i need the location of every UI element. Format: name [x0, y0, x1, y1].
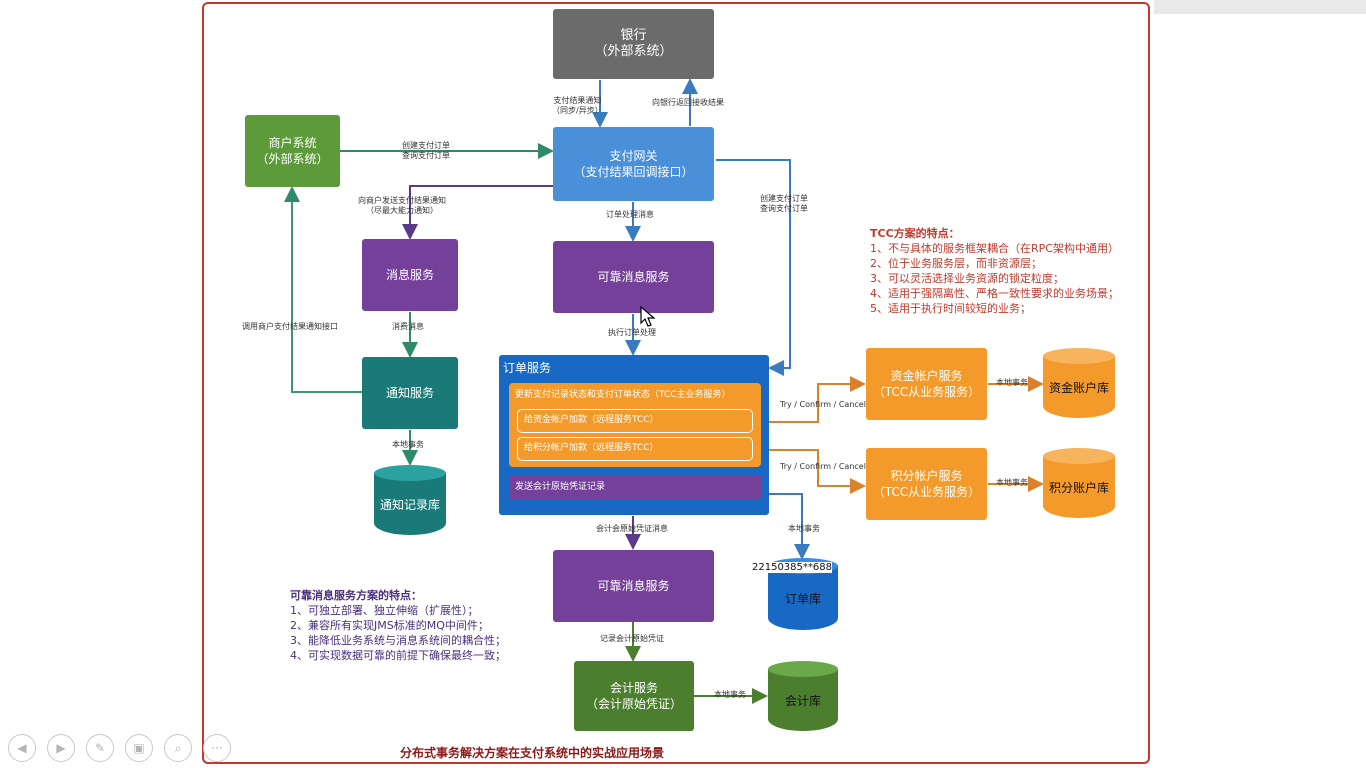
tcc-note-item: 4、适用于强隔离性、严格一致性要求的业务场景； — [870, 287, 1119, 300]
tcc-notes: TCC方案的特点： 1、不与具体的服务框架耦合（在RPC架构中通用） 2、位于业… — [870, 226, 1119, 316]
points-db-label: 积分账户库 — [1048, 480, 1109, 495]
edge-local-tx-notify: 本地事务 — [392, 440, 424, 449]
order-send-voucher: 发送会计原始凭证记录 — [509, 475, 761, 499]
prev-icon[interactable]: ◀ — [8, 734, 36, 762]
order-db-label: 订单库 — [784, 591, 821, 606]
accounting-db-label: 会计库 — [784, 693, 821, 708]
mq-note-item: 3、能降低业务系统与消息系统间的耦合性； — [290, 634, 506, 647]
edge-tcc-2: Try / Confirm / Cancel — [780, 462, 866, 471]
window-strip — [1154, 0, 1366, 14]
merchant-node: 商户系统 （外部系统） — [245, 115, 340, 187]
points-service-node: 积分帐户服务 （TCC从业务服务） — [866, 448, 987, 520]
tcc-note-item: 5、适用于执行时间较短的业务； — [870, 302, 1031, 315]
mq-note-item: 2、兼容所有实现JMS标准的MQ中间件； — [290, 619, 489, 632]
accounting-db: 会计库 — [768, 661, 838, 731]
slides-icon[interactable]: ▣ — [125, 734, 153, 762]
order-main-label: 更新支付记录状态和支付订单状态（TCC主业务服务） — [515, 390, 731, 400]
fund-db: 资金账户库 — [1043, 348, 1115, 418]
order-sub-fund: 给资金帐户加款（远程服务TCC） — [517, 409, 753, 433]
edge-order-msg: 订单处理消息 — [606, 210, 654, 219]
order-sub-points: 给积分帐户加款（远程服务TCC） — [517, 437, 753, 461]
fund-db-label: 资金账户库 — [1048, 380, 1109, 395]
notify-service-node: 通知服务 — [362, 357, 458, 429]
edge-accounting-msg: 会计会原始凭证消息 — [596, 524, 668, 533]
order-db: 订单库 — [768, 558, 838, 630]
message-service-node: 消息服务 — [362, 239, 458, 311]
next-icon[interactable]: ▶ — [47, 734, 75, 762]
slide-caption: 分布式事务解决方案在支付系统中的实战应用场景 — [400, 746, 665, 760]
mq-notes-title: 可靠消息服务方案的特点： — [290, 589, 422, 602]
gateway-node: 支付网关 （支付结果回调接口） — [553, 127, 714, 201]
edge-tcc-1: Try / Confirm / Cancel — [780, 400, 866, 409]
edge-local-tx-points: 本地事务 — [996, 478, 1028, 487]
reliable-mq-node-2: 可靠消息服务 — [553, 550, 714, 622]
more-icon[interactable]: ··· — [203, 734, 231, 762]
order-service-title: 订单服务 — [503, 361, 552, 375]
edge-merchant-notify: 向商户发送支付结果通知 （尽最大能力通知） — [358, 196, 446, 215]
tcc-note-item: 2、位于业务服务层，而非资源层； — [870, 257, 1042, 270]
edge-local-tx-accounting: 本地事务 — [714, 690, 746, 699]
bank-node: 银行 （外部系统） — [553, 9, 714, 79]
zoom-icon[interactable]: ⌕ — [164, 734, 192, 762]
watermark: 22150385**688 — [752, 562, 832, 573]
pen-icon[interactable]: ✎ — [86, 734, 114, 762]
mouse-cursor-icon — [640, 306, 656, 327]
edge-local-tx-order: 本地事务 — [788, 524, 820, 533]
mq-notes: 可靠消息服务方案的特点： 1、可独立部署、独立伸缩（扩展性）； 2、兼容所有实现… — [290, 588, 506, 663]
mq-note-item: 1、可独立部署、独立伸缩（扩展性）； — [290, 604, 479, 617]
edge-call-merchant: 调用商户支付结果通知接口 — [242, 322, 338, 331]
edge-bank-notify: 支付结果通知 （同步/异步） — [552, 96, 603, 115]
mq-note-item: 4、可实现数据可靠的前提下确保最终一致； — [290, 649, 506, 662]
notify-db: 通知记录库 — [374, 465, 446, 535]
points-db: 积分账户库 — [1043, 448, 1115, 518]
tcc-notes-title: TCC方案的特点： — [870, 227, 960, 240]
notify-db-label: 通知记录库 — [379, 497, 440, 512]
edge-gateway-order: 创建支付订单 查询支付订单 — [760, 194, 808, 213]
tcc-note-item: 3、可以灵活选择业务资源的锁定粒度； — [870, 272, 1064, 285]
accounting-service-node: 会计服务 （会计原始凭证） — [574, 661, 694, 731]
edge-bank-return: 向银行返回接收结果 — [652, 98, 724, 107]
tcc-note-item: 1、不与具体的服务框架耦合（在RPC架构中通用） — [870, 242, 1119, 255]
order-service-group: 订单服务 更新支付记录状态和支付订单状态（TCC主业务服务） 给资金帐户加款（远… — [499, 355, 769, 515]
fund-service-node: 资金帐户服务 （TCC从业务服务） — [866, 348, 987, 420]
slideshow-toolbar: ◀ ▶ ✎ ▣ ⌕ ··· — [8, 734, 231, 762]
edge-exec-order: 执行订单处理 — [608, 328, 656, 337]
edge-consume: 消费消息 — [392, 322, 424, 331]
edge-record-voucher: 记录会计原始凭证 — [600, 634, 664, 643]
order-main-tcc: 更新支付记录状态和支付订单状态（TCC主业务服务） 给资金帐户加款（远程服务TC… — [509, 383, 761, 467]
reliable-mq-node-1: 可靠消息服务 — [553, 241, 714, 313]
edge-local-tx-fund: 本地事务 — [996, 378, 1028, 387]
edge-merchant-create: 创建支付订单 查询支付订单 — [402, 141, 450, 160]
